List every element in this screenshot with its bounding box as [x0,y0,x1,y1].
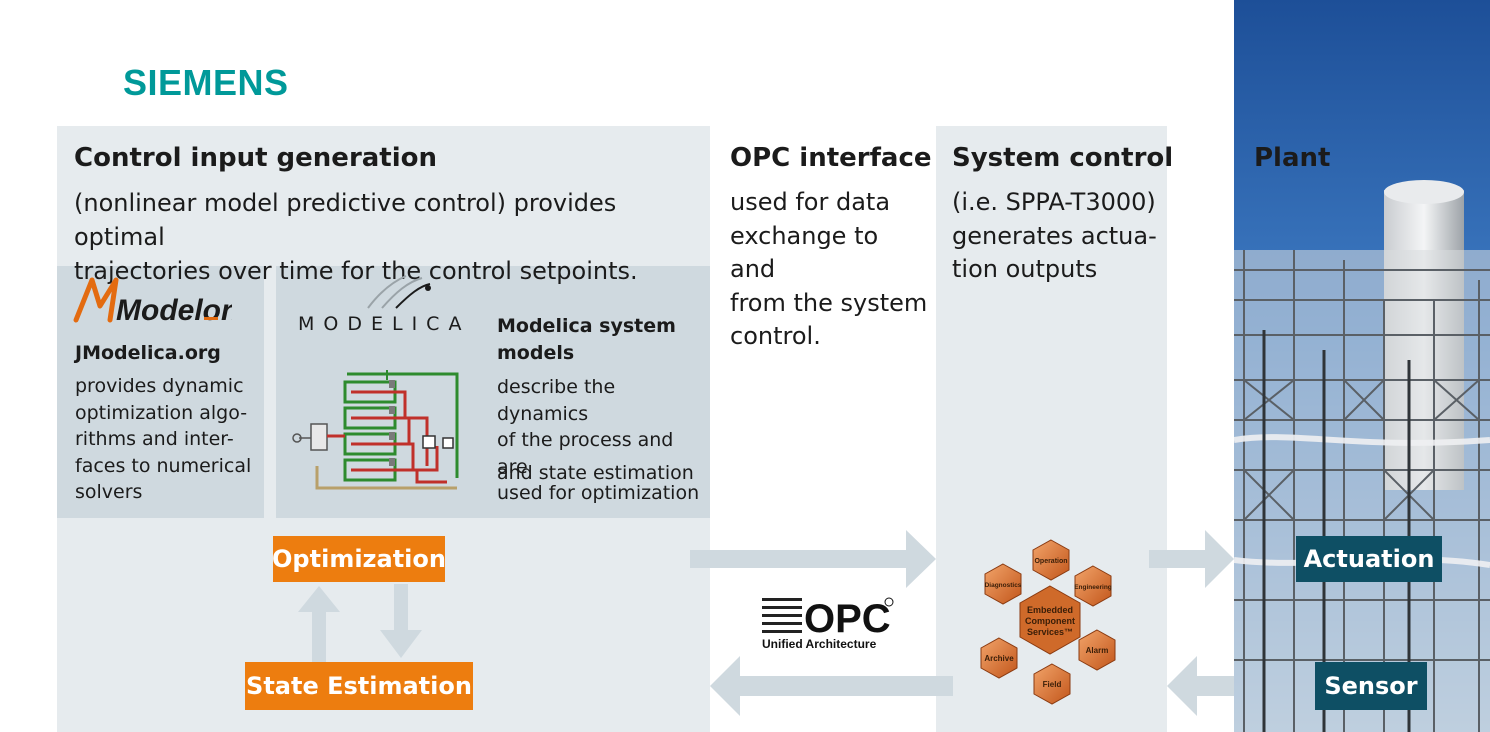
optimization-loop-arrows [292,584,442,662]
up-arrow [298,586,340,662]
modelica-schematic-image [287,366,467,491]
modelica-logo-text: MODELICA [298,313,466,335]
control-input-title: Control input generation [74,143,438,173]
modelica-description-2: and state estimation [497,462,694,484]
hex-engineering: Engineering [1074,584,1112,591]
modelica-subpanel [276,266,710,518]
opc-description: used for data exchange to and from the s… [730,188,928,350]
control-input-description: (nonlinear model predictive control) pro… [74,189,638,285]
arrow-to-system-control [690,528,936,590]
hex-center-line-2: Component [1025,616,1075,626]
down-arrow [380,584,422,658]
plant-title: Plant [1254,143,1331,173]
opc-title: OPC interface [730,143,932,173]
hex-operation: Operation [1034,558,1067,565]
siemens-logo: SIEMENS [123,62,289,103]
plant-photo [1234,0,1490,732]
opc-logo-caption: Unified Architecture [762,637,877,651]
actuation-label: Actuation [1303,545,1435,573]
modelica-title: Modelica system models [497,315,676,364]
hex-diagnostics: Diagnostics [985,582,1022,589]
hex-alarm: Alarm [1086,646,1109,655]
embedded-component-services-diagram: Operation Engineering Alarm Field Archiv… [962,536,1127,716]
hex-archive: Archive [984,654,1014,663]
jmodelica-title: JModelica.org [75,342,221,364]
opc-logo-text: OPC [804,597,891,641]
modelica-description: describe the dynamics of the process and… [497,376,700,504]
sensor-box: Sensor [1315,662,1427,710]
state-estimation-box: State Estimation [245,662,473,710]
arrow-from-plant [1167,656,1234,718]
jmodelica-subpanel [57,266,264,518]
arrow-to-control-input [710,656,953,718]
hex-center-line-3: Services™ [1027,627,1073,637]
modelon-logo: Modelon [72,276,239,327]
actuation-box: Actuation [1296,536,1442,582]
hex-field: Field [1043,680,1062,689]
state-estimation-label: State Estimation [246,672,472,700]
system-control-description: (i.e. SPPA-T3000) generates actua- tion … [952,188,1157,283]
modelica-logo: MODELICA [296,274,466,336]
hex-center-line-1: Embedded [1027,605,1073,615]
jmodelica-description: provides dynamic optimization algo- rith… [75,375,252,503]
opc-ua-logo: OPC Unified Architecture [760,592,900,654]
optimization-box: Optimization [272,536,446,582]
optimization-label: Optimization [272,545,446,573]
arrow-to-plant [1149,528,1234,590]
modelon-logo-text: Modelon [116,294,232,326]
sensor-label: Sensor [1324,672,1418,700]
system-control-title: System control [952,143,1174,173]
